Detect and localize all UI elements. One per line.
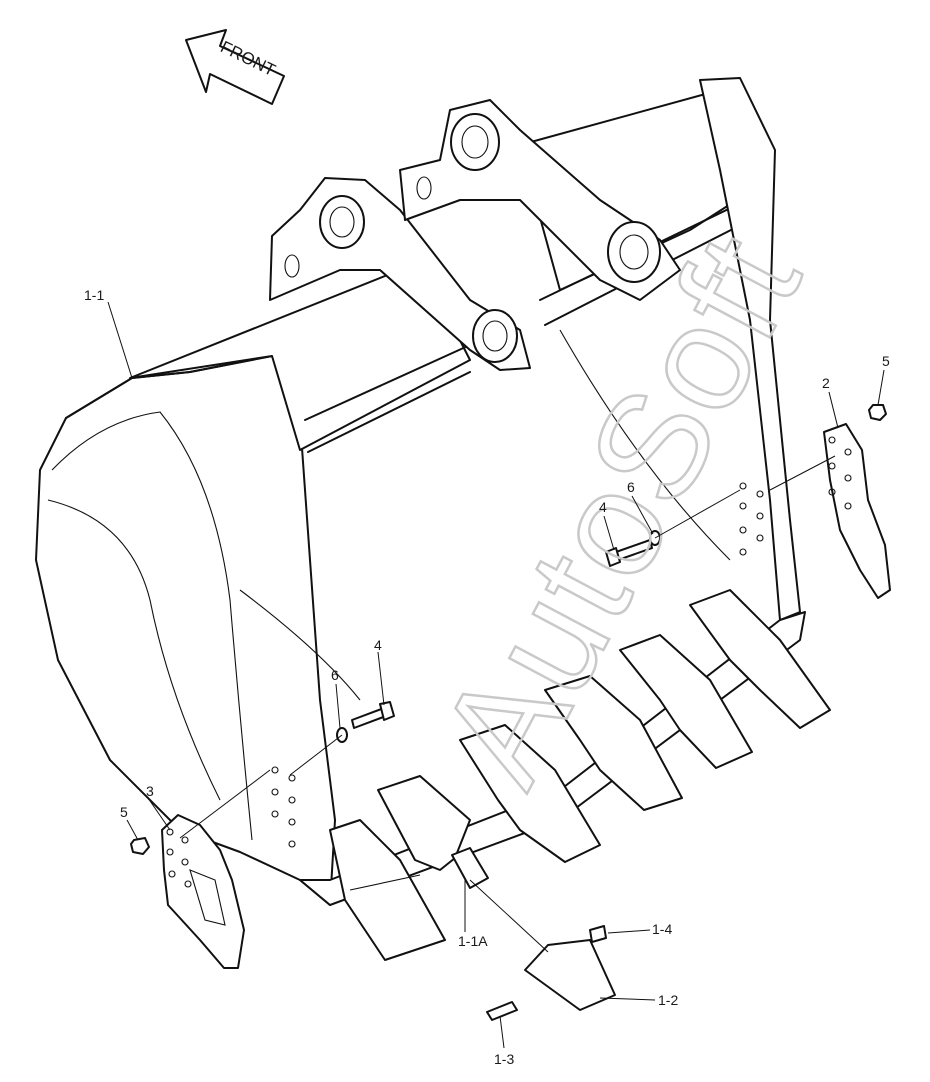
tooth <box>619 634 753 769</box>
tooth <box>459 724 601 863</box>
callout-1-3: 1-3 <box>494 1051 514 1067</box>
tooth <box>689 589 831 729</box>
callout-6-left: 6 <box>331 667 339 683</box>
bolt-holes <box>271 482 764 848</box>
adapter <box>451 847 489 889</box>
nut-left <box>130 837 150 855</box>
bolt-left <box>351 701 395 729</box>
side-cutter-right <box>823 423 891 599</box>
callout-5-left: 5 <box>120 804 128 820</box>
front-arrow: FRONT <box>185 29 285 105</box>
pin-boss <box>450 113 500 171</box>
callout-3: 3 <box>146 783 154 799</box>
callout-2: 2 <box>822 375 830 391</box>
leader-lines <box>107 301 885 1049</box>
callout-1-4: 1-4 <box>652 921 672 937</box>
callout-4-right: 4 <box>599 499 607 515</box>
tooth-point <box>524 939 616 1011</box>
callout-labels: 1-1 2 5 4 6 4 6 3 5 1-1A 1-4 1-2 1-3 <box>84 287 890 1067</box>
bolt-right <box>605 539 653 567</box>
pin-boss <box>319 195 365 249</box>
side-cutter-left <box>161 814 245 969</box>
lock-pin <box>486 1001 518 1021</box>
fasteners <box>130 404 887 855</box>
exploded-tooth <box>451 847 616 1021</box>
callout-1-1A: 1-1A <box>458 933 488 949</box>
callout-4-left: 4 <box>374 637 382 653</box>
retainer-pin <box>589 925 607 943</box>
tooth <box>544 675 683 811</box>
nut-right <box>868 404 887 421</box>
mounting-brackets <box>269 99 681 371</box>
bucket-teeth <box>329 589 831 961</box>
pin-boss <box>472 309 518 363</box>
callout-5-right: 5 <box>882 353 890 369</box>
callout-1-1: 1-1 <box>84 287 104 303</box>
tooth <box>329 819 446 961</box>
pin-boss <box>607 221 661 283</box>
callout-1-2: 1-2 <box>658 992 678 1008</box>
callout-6-right: 6 <box>627 479 635 495</box>
